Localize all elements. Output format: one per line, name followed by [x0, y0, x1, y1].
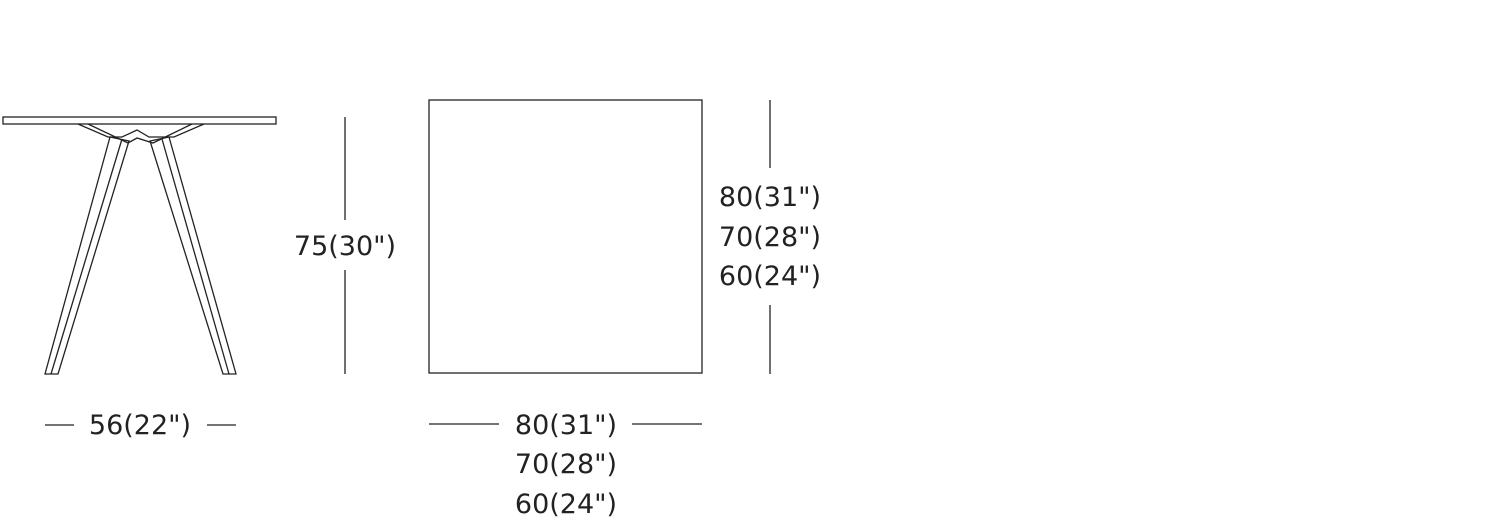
- left-leg: [44, 136, 130, 375]
- plan-width-label-3: 60(24"): [515, 489, 617, 520]
- plan-depth-label-1: 80(31"): [719, 182, 821, 213]
- table-top-side: [2, 116, 277, 125]
- plan-width-label-1: 80(31"): [515, 410, 617, 441]
- table-top-plan: [428, 99, 703, 374]
- plan-depth-label-2: 70(28"): [719, 222, 821, 253]
- height-label: 75(30"): [294, 231, 396, 262]
- plan-width-label-2: 70(28"): [515, 449, 617, 480]
- plan-depth-dimension: 80(31") 70(28") 60(24"): [719, 100, 821, 374]
- side-elevation: [2, 116, 277, 375]
- plan-width-dimension: 80(31") 70(28") 60(24"): [429, 410, 702, 520]
- right-leg: [149, 136, 237, 375]
- side-width-dimension: 56(22"): [45, 410, 236, 441]
- height-dimension: 75(30"): [294, 117, 396, 374]
- leg-bracket: [77, 123, 205, 144]
- side-width-label: 56(22"): [89, 410, 191, 441]
- plan-depth-label-3: 60(24"): [719, 261, 821, 292]
